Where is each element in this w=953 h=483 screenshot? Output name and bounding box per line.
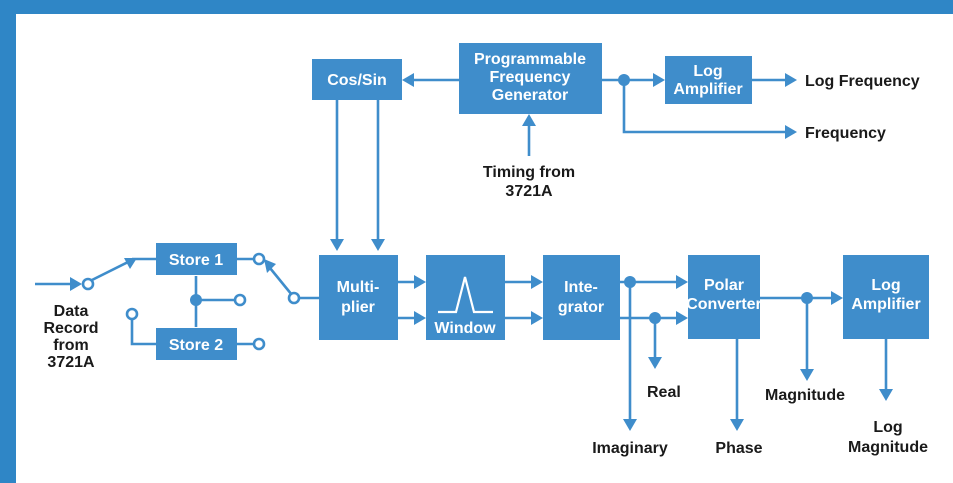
junction-dot bbox=[618, 74, 630, 86]
log-amplifier-right-block bbox=[843, 255, 929, 339]
switch-contact bbox=[81, 277, 95, 291]
store1-block bbox=[156, 243, 237, 275]
junctions bbox=[81, 74, 813, 351]
multiplier-label: Multi-plier bbox=[337, 279, 380, 316]
log-amplifier-top-block bbox=[665, 56, 752, 104]
window-block bbox=[426, 255, 505, 340]
wires bbox=[35, 73, 893, 431]
magnitude-label: Magnitude bbox=[765, 387, 845, 404]
switch-contact bbox=[287, 291, 301, 305]
cos-sin-label: Cos/Sin bbox=[327, 72, 387, 89]
junction-dot bbox=[624, 276, 636, 288]
frame-left bbox=[0, 0, 16, 483]
window-shape-icon bbox=[438, 276, 493, 314]
junction-dot bbox=[190, 294, 202, 306]
imaginary-label: Imaginary bbox=[592, 440, 668, 457]
switch-contact bbox=[125, 307, 139, 321]
store2-block bbox=[156, 328, 237, 360]
window-label: Window bbox=[434, 320, 496, 337]
frame-top bbox=[0, 0, 953, 14]
integrator-label: Inte-grator bbox=[558, 279, 604, 316]
phase-label: Phase bbox=[715, 440, 762, 457]
log-frequency-label: Log Frequency bbox=[805, 73, 920, 90]
junction-dot bbox=[649, 312, 661, 324]
multiplier-block bbox=[319, 255, 398, 340]
frequency-label: Frequency bbox=[805, 125, 886, 142]
switch-contact bbox=[252, 252, 266, 266]
store1-label: Store 1 bbox=[169, 252, 223, 269]
junction-dot bbox=[801, 292, 813, 304]
polar-converter-block bbox=[688, 255, 760, 339]
switch-contact bbox=[233, 293, 247, 307]
cos-sin-block bbox=[312, 59, 402, 100]
integrator-block bbox=[543, 255, 620, 340]
store2-label: Store 2 bbox=[169, 337, 223, 354]
frequency-generator-block bbox=[459, 43, 602, 114]
real-label: Real bbox=[647, 384, 681, 401]
switch-contact bbox=[252, 337, 266, 351]
